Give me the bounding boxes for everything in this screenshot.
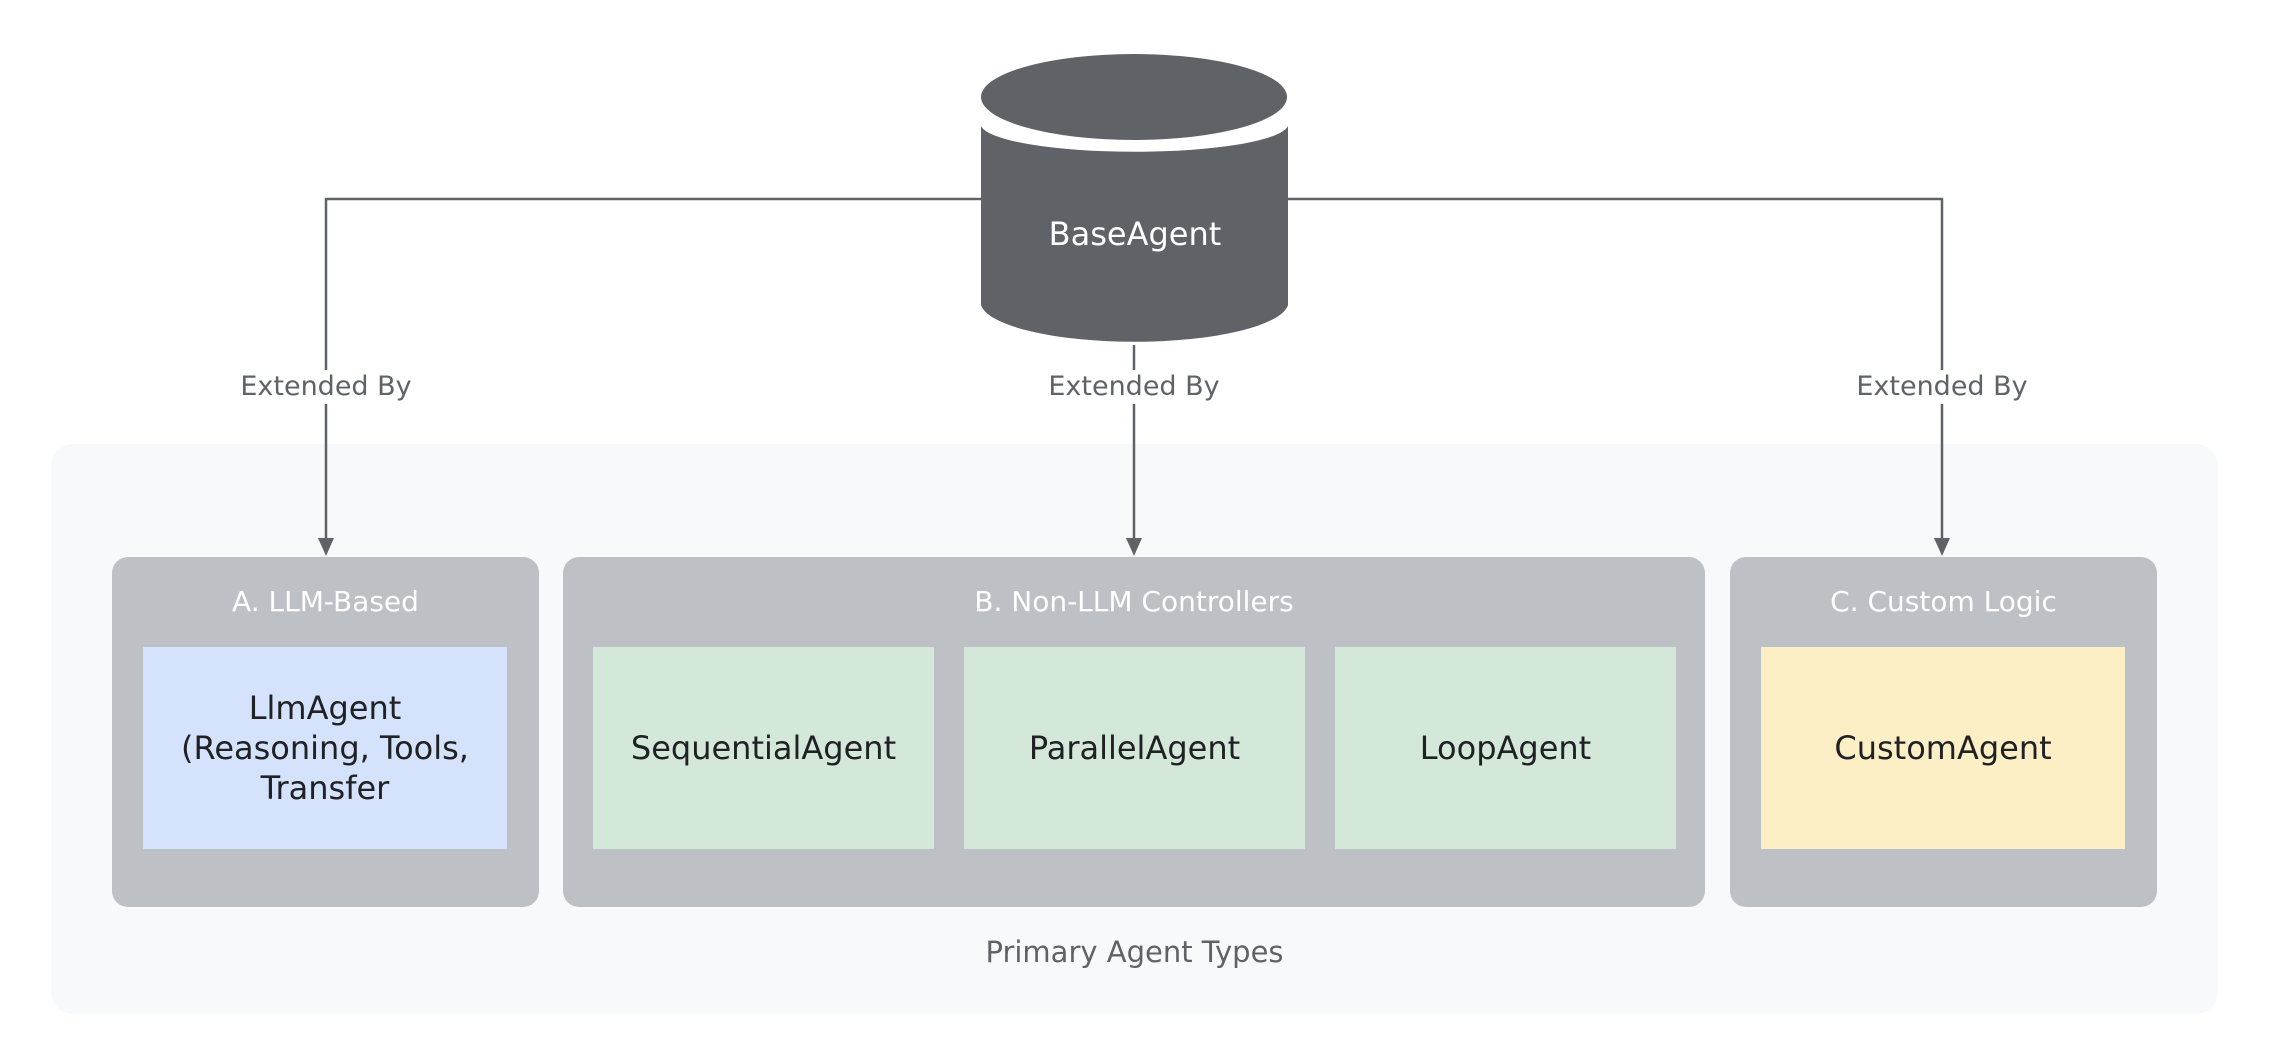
- card-loop-agent-label: LoopAgent: [1419, 729, 1592, 767]
- group-title-non-llm-controllers: B. Non-LLM Controllers: [974, 585, 1294, 618]
- card-loop-agent: LoopAgent: [1335, 647, 1676, 849]
- edge-left-arrowhead: [318, 538, 334, 556]
- card-parallel-agent: ParallelAgent: [964, 647, 1305, 849]
- group-title-custom-logic: C. Custom Logic: [1830, 585, 2057, 618]
- edge-label-left: Extended By: [206, 370, 446, 404]
- edge-center-arrowhead: [1126, 538, 1142, 556]
- card-sequential-agent-label: SequentialAgent: [630, 729, 897, 767]
- card-custom-agent: CustomAgent: [1761, 647, 2125, 849]
- card-sequential-agent: SequentialAgent: [593, 647, 934, 849]
- cylinder-body: [981, 126, 1288, 342]
- card-parallel-agent-label: ParallelAgent: [1028, 729, 1241, 767]
- edge-right-arrowhead: [1934, 538, 1950, 556]
- edge-left-connector: [324, 197, 981, 540]
- card-llm-agent-label: LlmAgent (Reasoning, Tools, Transfer: [181, 689, 469, 807]
- base-agent-cylinder: [981, 54, 1288, 342]
- card-llm-agent: LlmAgent (Reasoning, Tools, Transfer: [143, 647, 507, 849]
- panel-label: Primary Agent Types: [985, 935, 1284, 969]
- edge-label-center: Extended By: [1014, 370, 1254, 404]
- base-agent-label: BaseAgent: [1048, 215, 1222, 253]
- group-title-llm-based: A. LLM-Based: [232, 585, 419, 618]
- cylinder-top: [981, 54, 1287, 140]
- card-custom-agent-label: CustomAgent: [1834, 729, 2052, 767]
- group-non-llm-controllers: B. Non-LLM Controllers SequentialAgent P…: [563, 557, 1705, 907]
- group-custom-logic: C. Custom Logic CustomAgent: [1730, 557, 2157, 907]
- edge-right-connector: [1288, 197, 1944, 540]
- group-llm-based: A. LLM-Based LlmAgent (Reasoning, Tools,…: [112, 557, 539, 907]
- edge-label-right: Extended By: [1822, 370, 2062, 404]
